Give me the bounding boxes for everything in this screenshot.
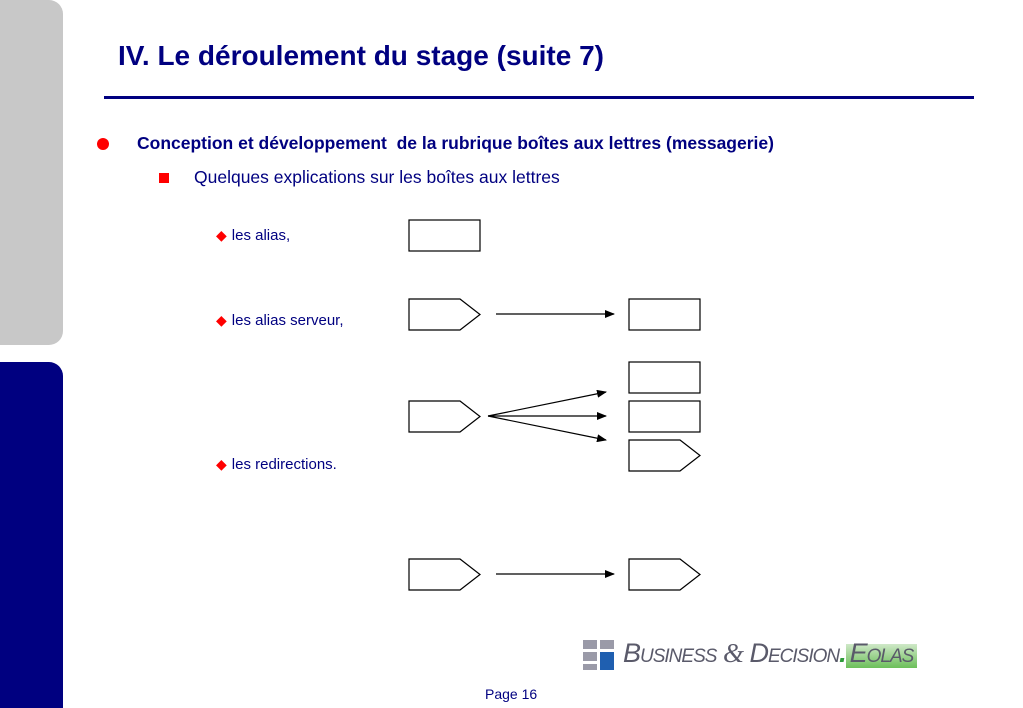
logo-squares-icon (583, 640, 617, 670)
item-alias: ◆les alias, (216, 227, 290, 244)
diamond-bullet-icon: ◆ (216, 227, 227, 243)
item-redirections: ◆les redirections. (216, 456, 337, 473)
square-bullet-icon (159, 173, 169, 183)
item-redirections-label: les redirections. (231, 456, 337, 473)
side-panel-gray (0, 0, 63, 345)
round-bullet-icon (97, 138, 109, 150)
redirection-target-box-1 (628, 361, 701, 394)
page-number: Page 16 (485, 686, 538, 702)
redirection-arrow-down (487, 415, 607, 443)
chain-source-shape (408, 558, 481, 591)
title-underline (104, 96, 974, 99)
redirection-target-shape-3 (628, 439, 701, 472)
business-decision-eolas-logo: Business & Decision.Eolas (583, 636, 978, 674)
diamond-bullet-icon: ◆ (216, 312, 227, 328)
diamond-bullet-icon: ◆ (216, 456, 227, 472)
redirection-source-shape (408, 400, 481, 433)
bullet-level2-text: Quelques explications sur les boîtes aux… (194, 167, 560, 187)
bullet-level1-text: Conception et développement de la rubriq… (137, 133, 774, 153)
alias-serveur-target-box (628, 298, 701, 331)
chain-target-shape (628, 558, 701, 591)
item-alias-serveur-label: les alias serveur, (231, 312, 344, 329)
alias-serveur-source-shape (408, 298, 481, 331)
slide-title: IV. Le déroulement du stage (suite 7) (118, 40, 604, 71)
alias-box (408, 219, 481, 252)
item-alias-serveur: ◆les alias serveur, (216, 312, 344, 329)
logo-wordmark: Business & Decision.Eolas (623, 638, 918, 669)
redirection-target-box-2 (628, 400, 701, 433)
redirection-arrow-up (487, 389, 607, 417)
item-alias-label: les alias, (231, 227, 291, 244)
side-panel-navy (0, 362, 63, 708)
